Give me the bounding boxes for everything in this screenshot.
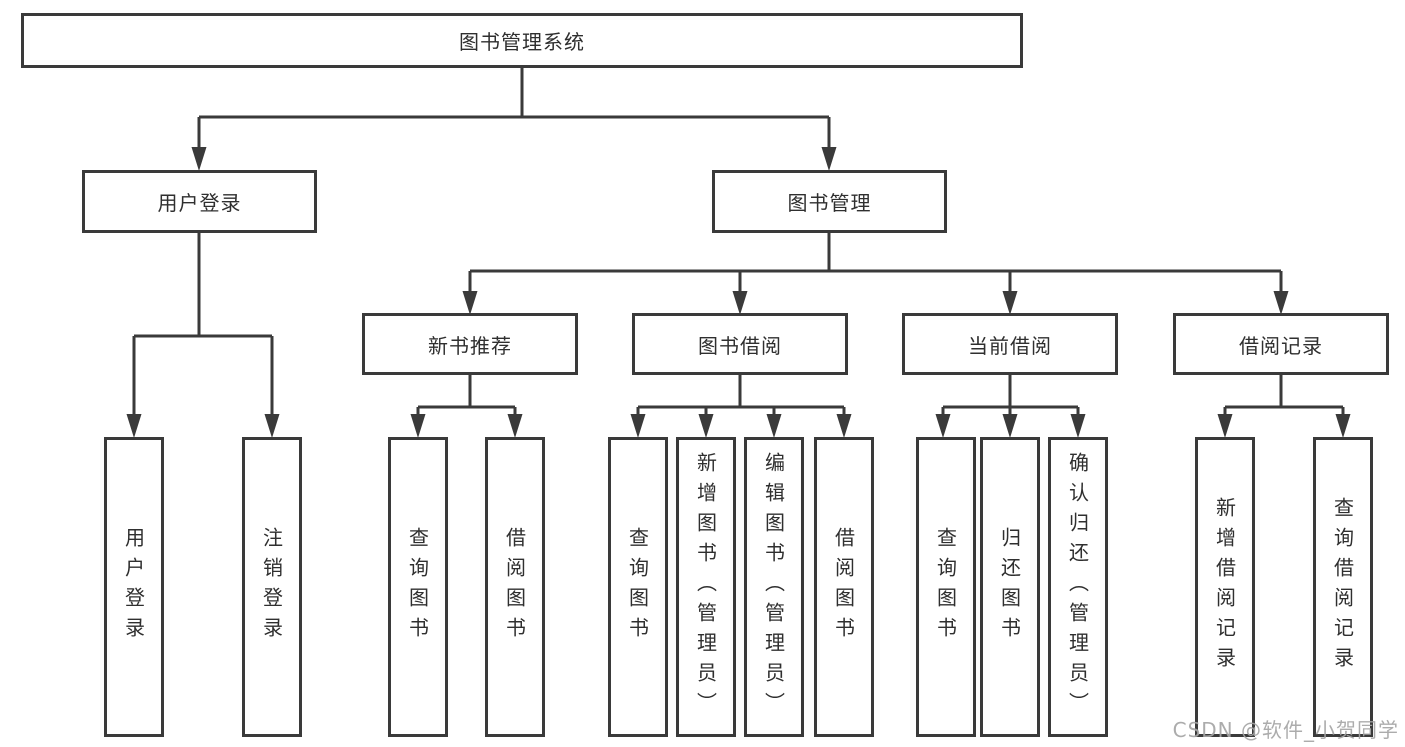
node-borrow-records: 借阅记录 [1173, 313, 1389, 375]
leaf-label: 归还图书 [997, 527, 1022, 647]
leaf-return-books: 归还图书 [980, 437, 1040, 737]
leaf-query-books-borrow: 查询图书 [608, 437, 668, 737]
leaf-query-borrow-record: 查询借阅记录 [1313, 437, 1373, 737]
leaf-label: 查询借阅记录 [1330, 497, 1355, 677]
leaf-logout: 注销登录 [242, 437, 302, 737]
leaf-query-books-recommend: 查询图书 [388, 437, 448, 737]
leaf-add-books-admin: 新增图书（管理员） [676, 437, 736, 737]
leaf-label: 用户登录 [121, 527, 146, 647]
leaf-label: 借阅图书 [502, 527, 527, 647]
leaf-add-borrow-record: 新增借阅记录 [1195, 437, 1255, 737]
leaf-user-login: 用户登录 [104, 437, 164, 737]
node-current-borrow: 当前借阅 [902, 313, 1118, 375]
leaf-label: 新增借阅记录 [1212, 497, 1237, 677]
leaf-borrow-books-recommend: 借阅图书 [485, 437, 545, 737]
leaf-label: 注销登录 [259, 527, 284, 647]
leaf-edit-books-admin: 编辑图书（管理员） [744, 437, 804, 737]
leaf-label: 编辑图书（管理员） [761, 452, 786, 722]
node-library-management-system: 图书管理系统 [21, 13, 1023, 68]
leaf-label: 查询图书 [625, 527, 650, 647]
node-new-book-recommend: 新书推荐 [362, 313, 578, 375]
leaf-label: 新增图书（管理员） [693, 452, 718, 722]
node-user-login: 用户登录 [82, 170, 317, 233]
leaf-label: 查询图书 [405, 527, 430, 647]
csdn-watermark: CSDN @软件_小贺同学 [1172, 718, 1399, 742]
node-book-management: 图书管理 [712, 170, 947, 233]
leaf-label: 确认归还（管理员） [1065, 452, 1090, 722]
leaf-confirm-return-admin: 确认归还（管理员） [1048, 437, 1108, 737]
leaf-query-books-current: 查询图书 [916, 437, 976, 737]
leaf-borrow-books: 借阅图书 [814, 437, 874, 737]
leaf-label: 查询图书 [933, 527, 958, 647]
leaf-label: 借阅图书 [831, 527, 856, 647]
node-book-borrow: 图书借阅 [632, 313, 848, 375]
